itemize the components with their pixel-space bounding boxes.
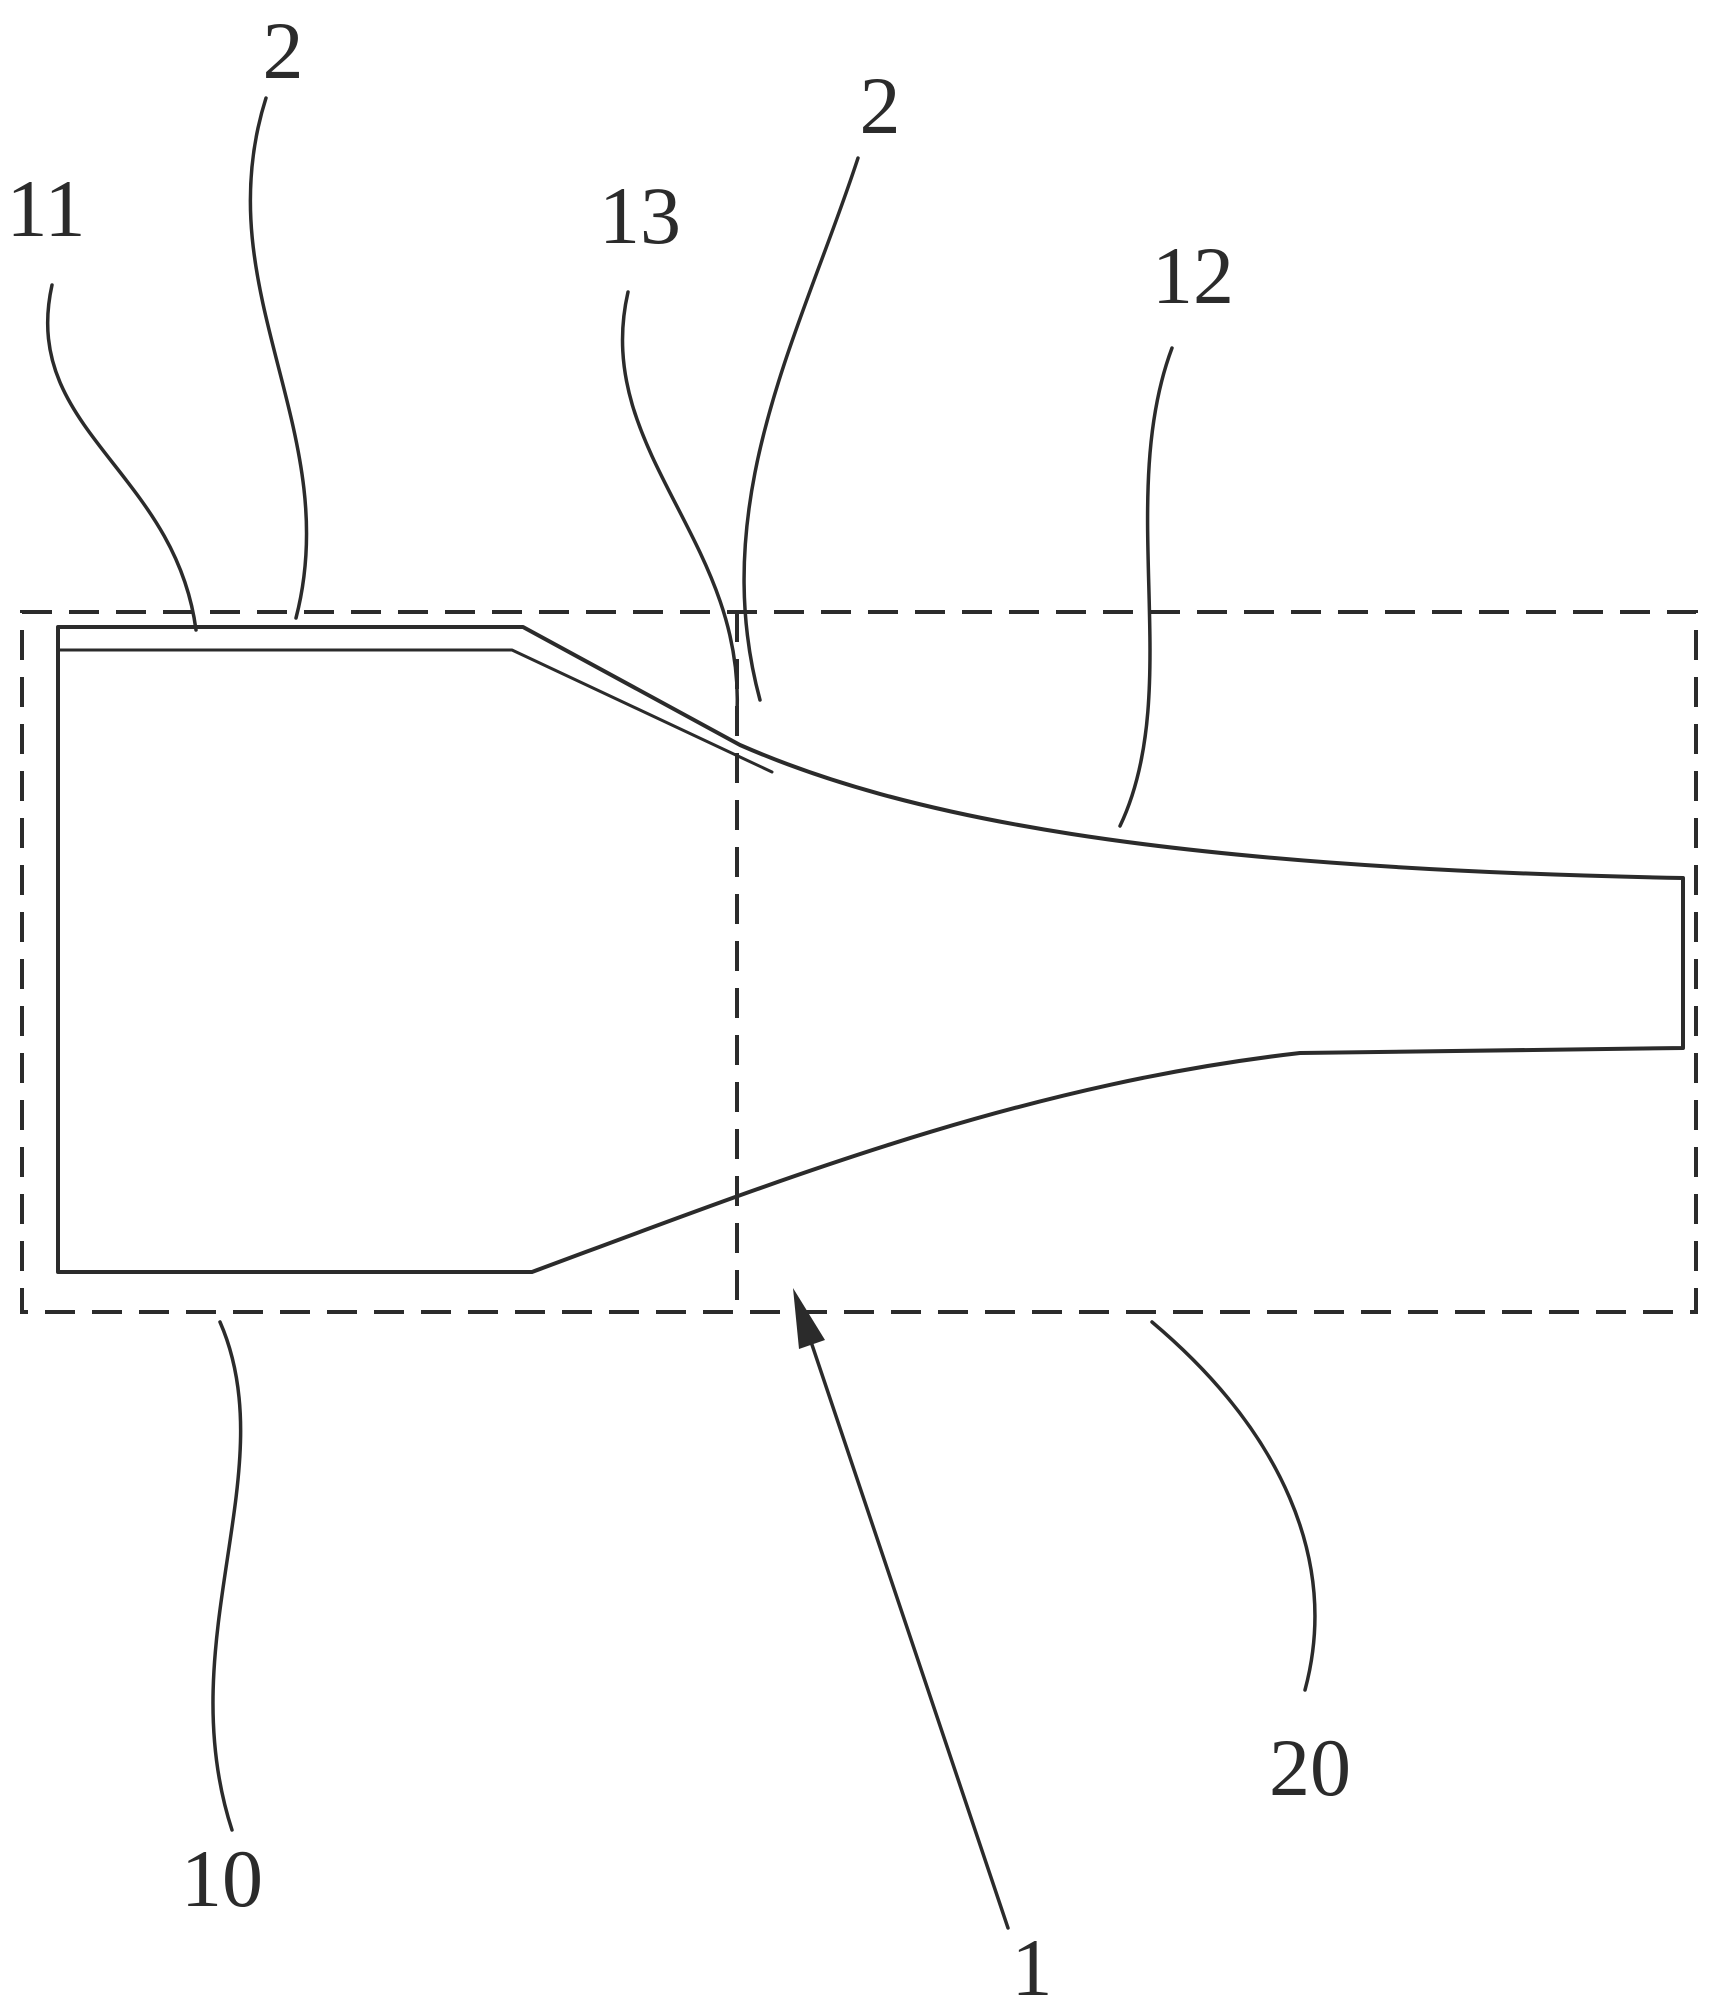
tapered-body-outline — [56, 625, 1685, 1274]
ref-label-2-right: 2 — [860, 60, 901, 151]
ref-label-10: 10 — [181, 1833, 263, 1924]
leader-ref1-arrow-line — [798, 1307, 1010, 1930]
leader-ref11 — [45, 283, 198, 632]
leader-ref20 — [1150, 1320, 1317, 1692]
leader-ref2-left — [248, 96, 309, 620]
coating-layer-line — [56, 648, 774, 774]
leader-ref10 — [211, 1320, 243, 1832]
leader-ref2-right — [742, 156, 860, 702]
arrowhead-ref1-icon — [793, 1288, 825, 1349]
leader-ref13 — [620, 290, 739, 714]
leader-ref12 — [1118, 346, 1174, 828]
ref-label-2-left: 2 — [263, 5, 304, 96]
ref-label-1: 1 — [1012, 1922, 1053, 2013]
ref-label-20: 20 — [1269, 1722, 1351, 1813]
ref-label-13: 13 — [599, 170, 681, 261]
ref-label-12: 12 — [1152, 230, 1234, 321]
ref-label-11: 11 — [7, 163, 86, 254]
outer-boundary-dashed-rect — [20, 610, 1698, 1314]
